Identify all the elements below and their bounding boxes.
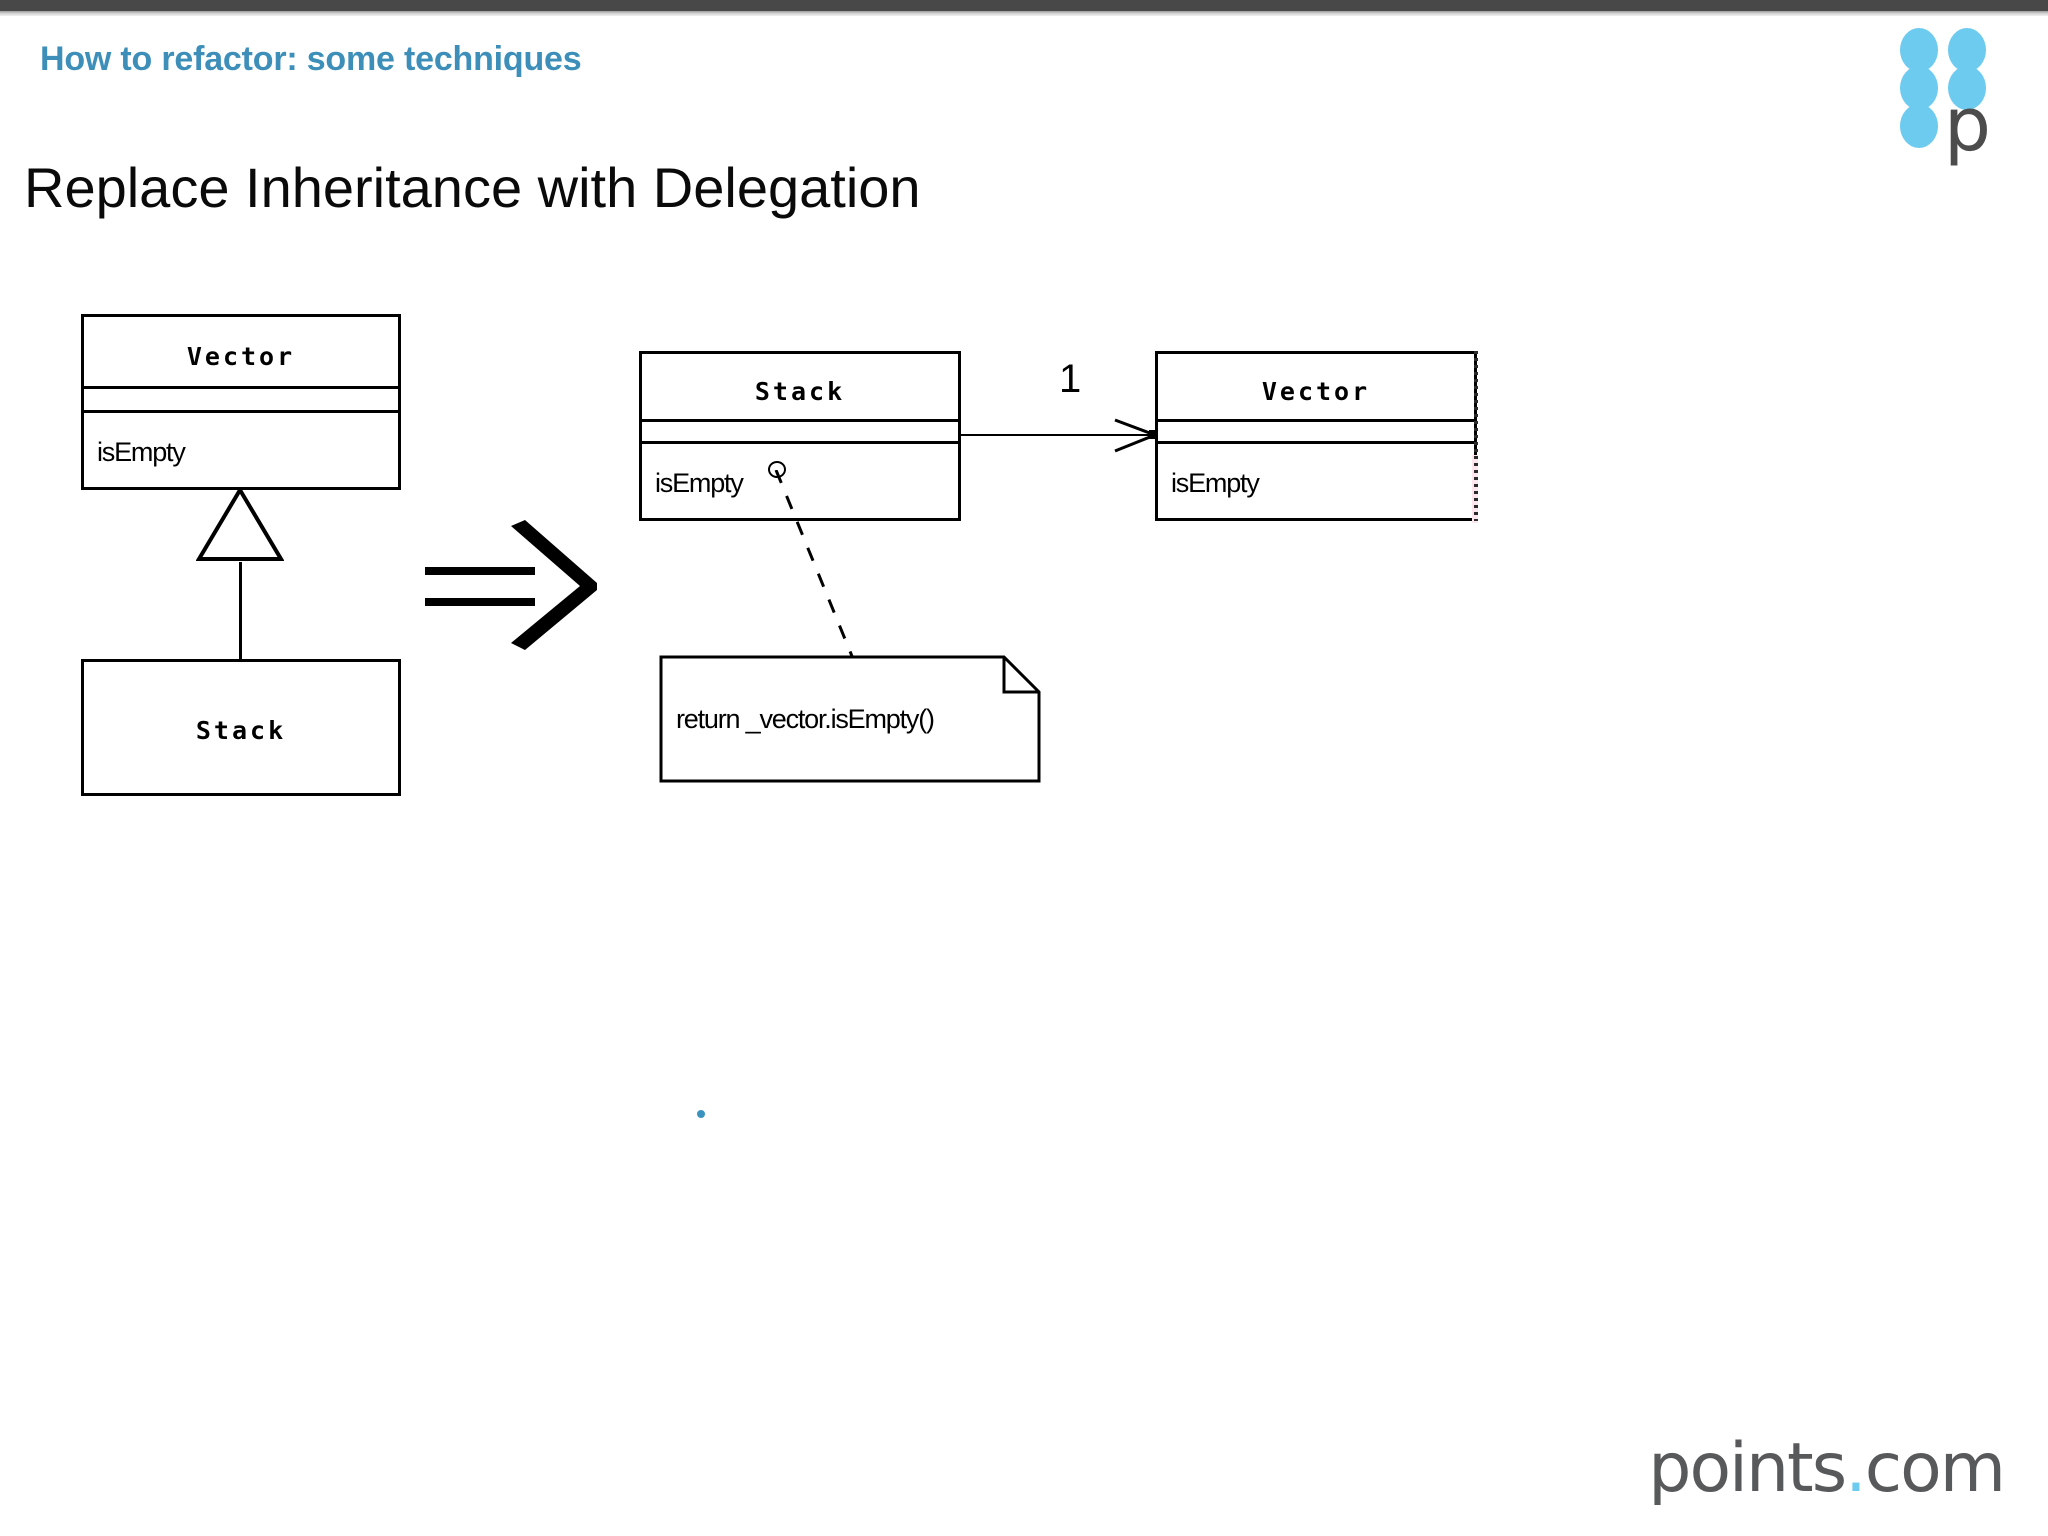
uml-class-vector-before: Vector isEmpty (81, 314, 401, 490)
points-brand-mark-icon: p (1900, 28, 1991, 162)
uml-attributes-compartment (1158, 422, 1474, 444)
brand-dot-5 (1900, 104, 1938, 148)
uml-class-stack-before: Stack (81, 659, 401, 796)
brand-dot-4 (1948, 66, 1986, 110)
uml-note-code-text: return _vector.isEmpty() (676, 704, 935, 734)
double-right-arrow-icon (425, 520, 597, 650)
uml-attributes-compartment (642, 422, 958, 444)
association-endpoint-marker (1149, 430, 1158, 439)
association-multiplicity-label: 1 (1059, 357, 1082, 401)
uml-operation-isempty: isEmpty (655, 468, 744, 498)
note-leader-dashed-line (774, 470, 858, 667)
uml-class-stack-after: Stack isEmpty (639, 351, 961, 521)
association-connector-line (961, 434, 1157, 436)
uml-class-name-label: Vector (1158, 354, 1474, 422)
brand-dot-2 (1948, 28, 1986, 72)
slide-eyebrow-title: How to refactor: some techniques (40, 40, 582, 78)
wordmark-points: points (1648, 1429, 1847, 1508)
uml-attributes-compartment (84, 389, 398, 413)
top-bar-divider (0, 11, 2048, 16)
uml-class-vector-after: Vector isEmpty (1155, 351, 1477, 521)
vector-box-dotted-right-edge (1474, 351, 1478, 521)
uml-operation-isempty: isEmpty (97, 437, 186, 467)
window-top-bar (0, 0, 2048, 11)
uml-class-name-label: Stack (195, 716, 287, 745)
points-com-wordmark: points.com (1648, 1429, 2006, 1508)
brand-dot-1 (1900, 28, 1938, 72)
note-anchor-circle-icon (768, 461, 786, 478)
generalization-triangle-icon (196, 487, 284, 561)
page-title: Replace Inheritance with Delegation (24, 156, 921, 219)
wordmark-tld: com (1864, 1429, 2006, 1508)
uml-operation-isempty: isEmpty (1171, 468, 1260, 498)
wordmark-dot: . (1845, 1429, 1867, 1508)
brand-dot-3 (1900, 66, 1938, 110)
uml-class-name-label: Stack (642, 354, 958, 422)
brand-letter-p: p (1944, 82, 1991, 168)
generalization-connector-line (239, 562, 242, 662)
uml-note-shape (659, 655, 1041, 783)
page-indicator-dot (697, 1110, 705, 1118)
uml-class-name-label: Vector (84, 317, 398, 389)
